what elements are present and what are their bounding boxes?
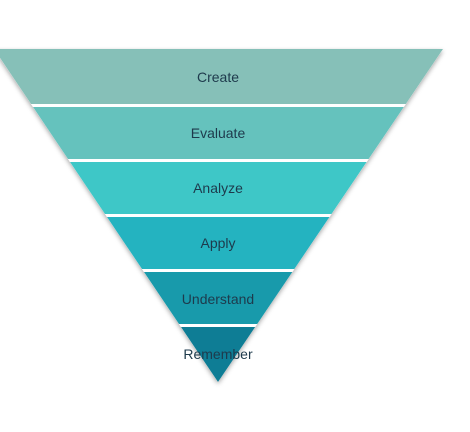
band-evaluate <box>0 107 443 159</box>
band-label-remember: Remember <box>183 346 253 362</box>
band-label-analyze: Analyze <box>193 180 243 196</box>
band-label-evaluate: Evaluate <box>191 125 246 141</box>
band-create <box>0 49 443 104</box>
band-label-create: Create <box>197 69 239 85</box>
band-label-apply: Apply <box>200 235 235 251</box>
band-label-understand: Understand <box>182 291 254 307</box>
